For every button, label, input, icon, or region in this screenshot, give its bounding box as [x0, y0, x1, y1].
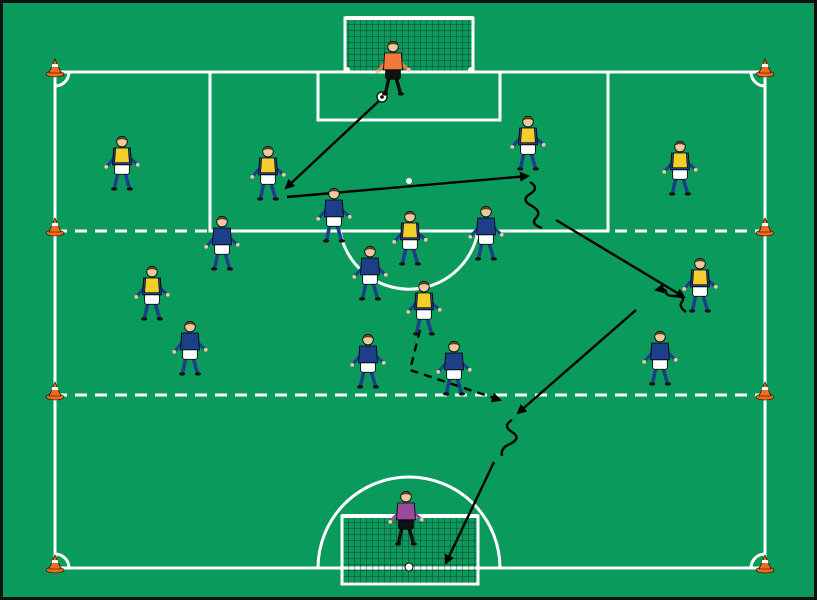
player-figure-icon	[352, 246, 388, 301]
player-figure-icon	[316, 188, 352, 243]
player-figure-icon	[388, 491, 424, 546]
training-cone-icon	[45, 554, 65, 574]
player-figure-icon	[642, 331, 678, 386]
training-cone-icon	[45, 217, 65, 237]
corner-arc-tl	[54, 71, 71, 88]
player-figure-icon	[510, 116, 546, 171]
training-cone-icon	[755, 381, 775, 401]
player-figure-icon	[350, 334, 386, 389]
players-layer	[104, 41, 718, 546]
player-figure-icon	[436, 341, 472, 396]
dribble-path	[654, 283, 687, 313]
player-figure-icon	[250, 146, 286, 201]
bottom-circle	[316, 475, 502, 569]
training-cone-icon	[755, 217, 775, 237]
soccer-ball-icon	[404, 562, 414, 572]
player-figure-icon	[682, 258, 718, 313]
player-figure-icon	[392, 211, 428, 266]
training-cone-icon	[755, 58, 775, 78]
player-figure-icon	[134, 266, 170, 321]
top-goal	[343, 16, 475, 74]
training-cone-icon	[755, 554, 775, 574]
pass-arrow	[286, 171, 530, 199]
bottom-goal	[340, 514, 480, 586]
corner-arc-bl	[54, 552, 71, 569]
corner-arc-tr	[749, 71, 766, 88]
run-path	[408, 329, 502, 403]
penalty-spot	[406, 178, 412, 184]
dribble-path	[524, 180, 543, 230]
training-cone-icon	[45, 381, 65, 401]
pass-arrow	[284, 99, 381, 190]
shot-arrow	[444, 461, 496, 565]
corner-arc-br	[749, 552, 766, 569]
player-figure-icon	[375, 41, 411, 96]
player-figure-icon	[662, 141, 698, 196]
cones-layer	[45, 58, 775, 574]
dribble-path	[500, 418, 518, 457]
player-figure-icon	[172, 321, 208, 376]
training-cone-icon	[45, 58, 65, 78]
player-figure-icon	[104, 136, 140, 191]
player-figure-icon	[468, 206, 504, 261]
movement-arrows	[284, 99, 687, 565]
player-figure-icon	[406, 281, 442, 336]
pass-arrow	[516, 309, 637, 415]
player-figure-icon	[204, 216, 240, 271]
penalty-arc	[338, 230, 480, 291]
